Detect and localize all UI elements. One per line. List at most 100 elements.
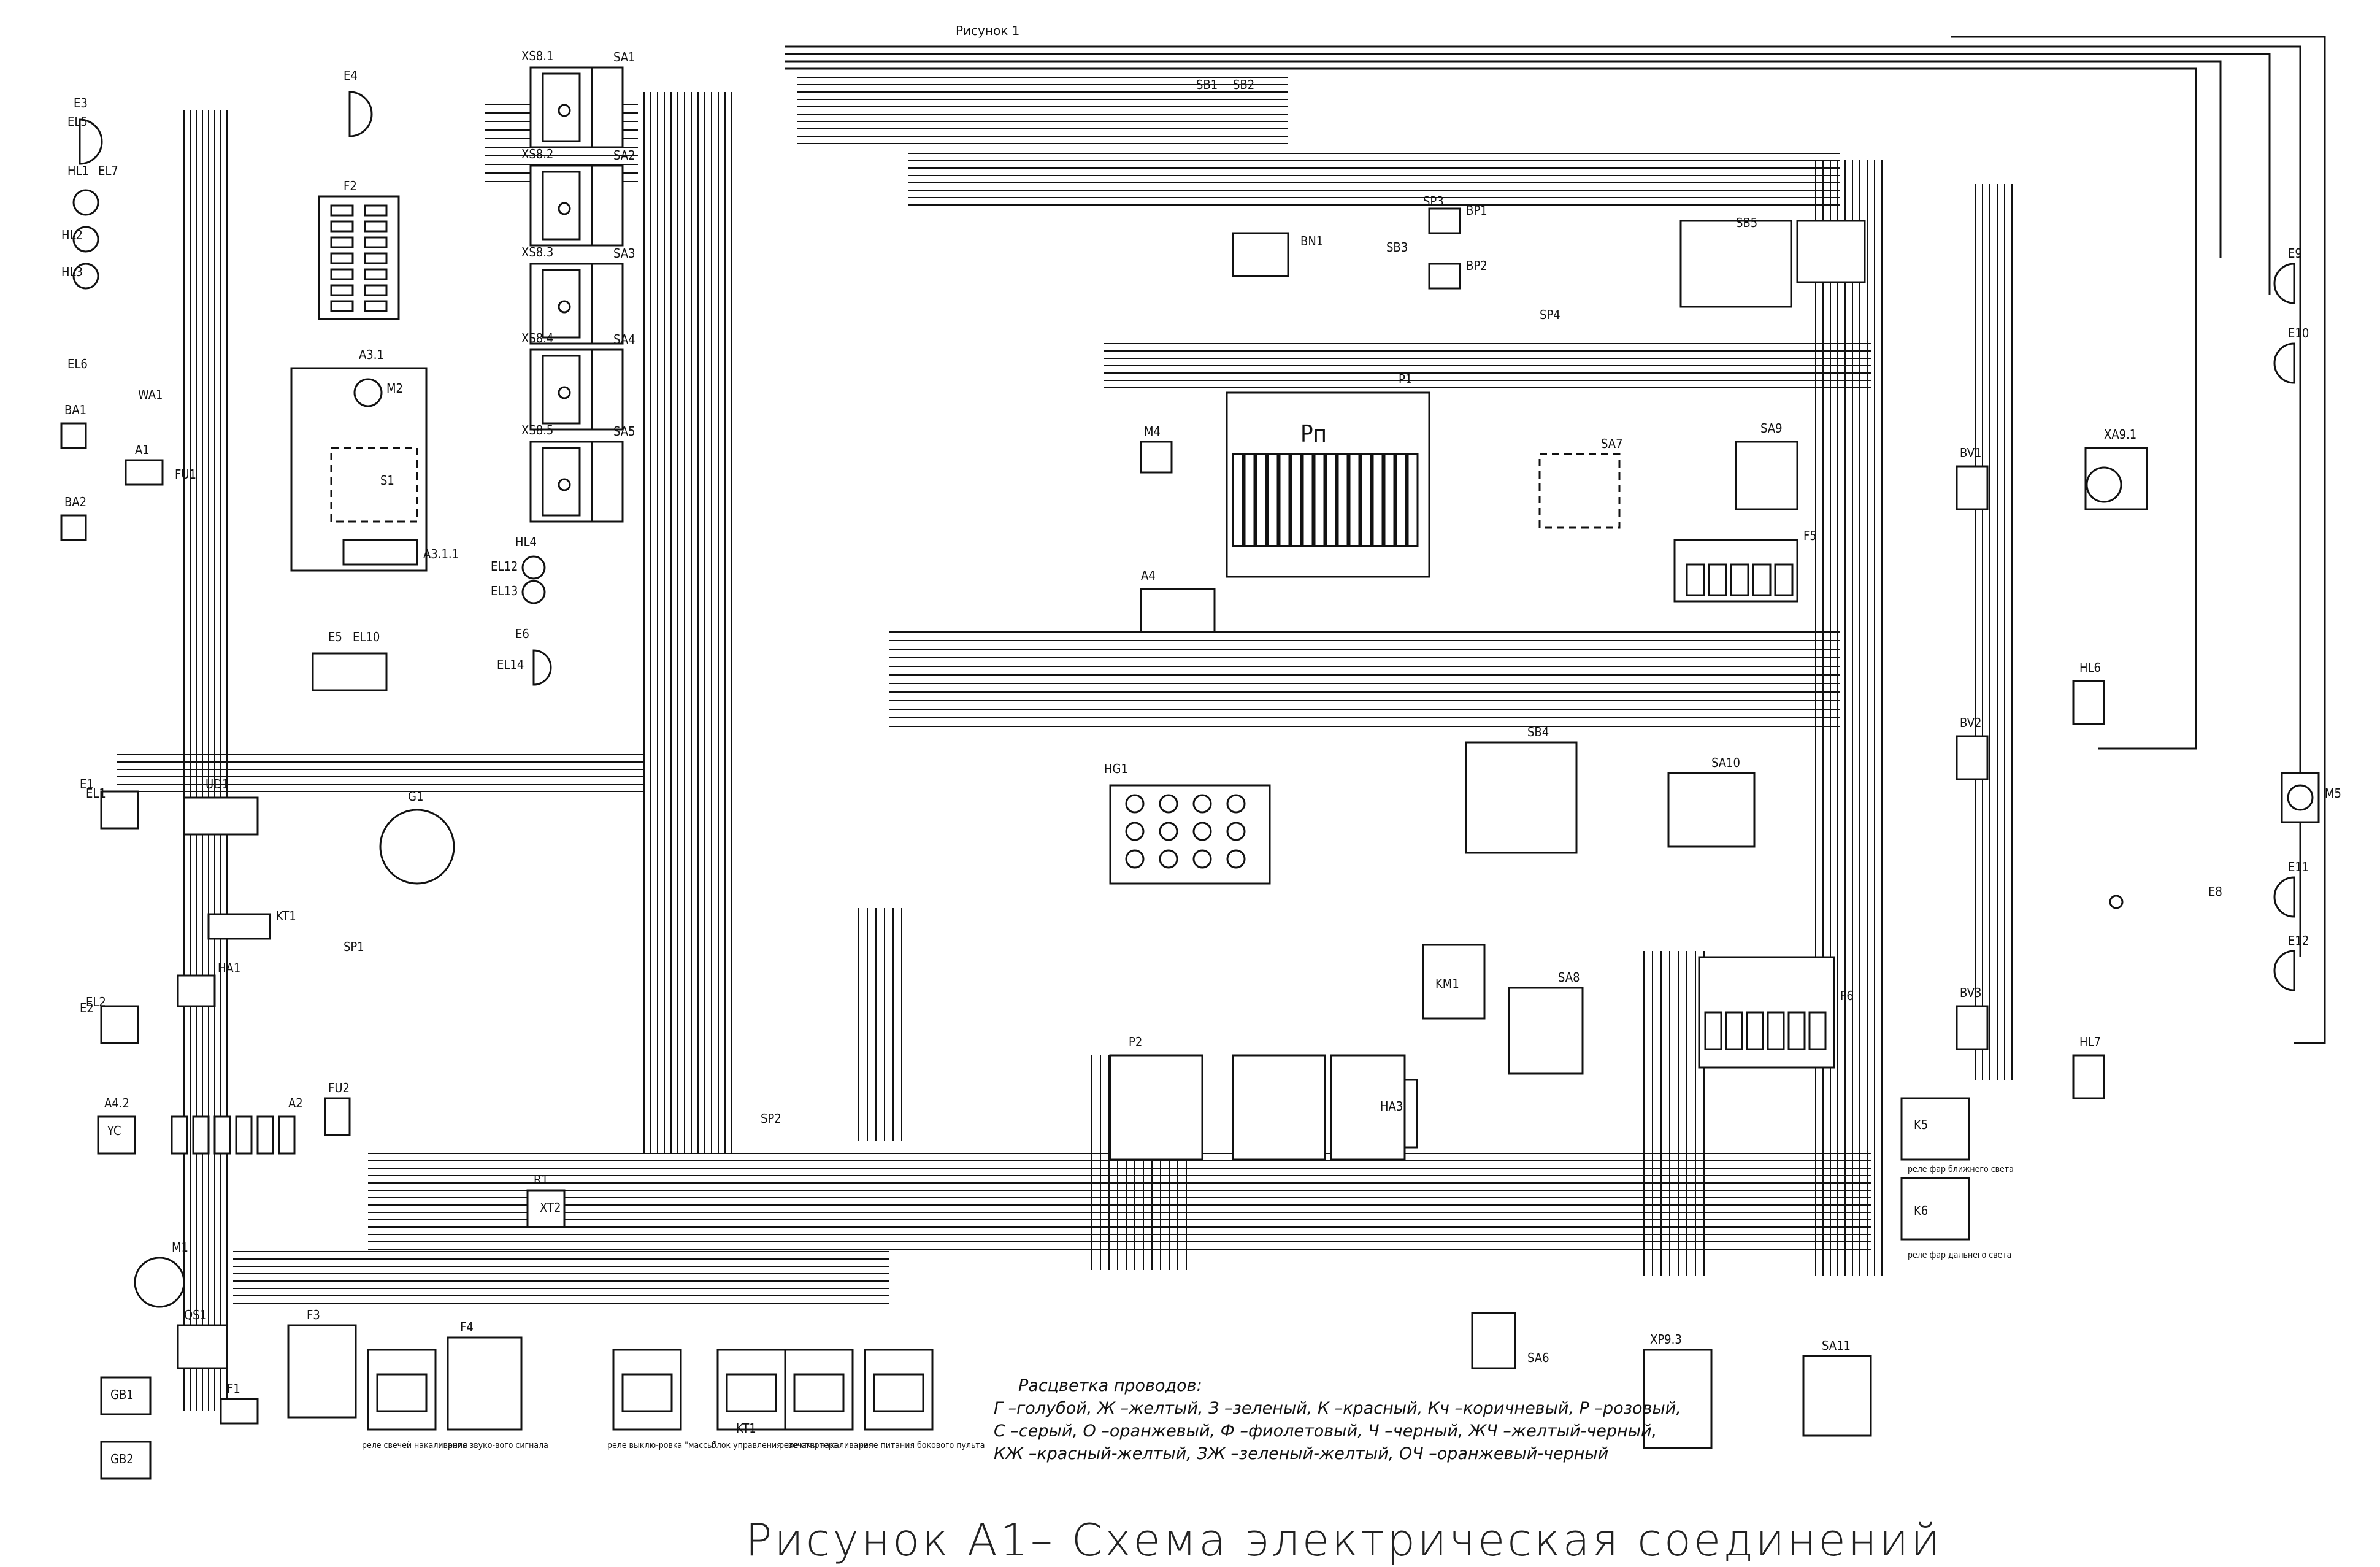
- lamp-label: E12: [2288, 933, 2309, 948]
- component-label: EL12: [491, 559, 518, 574]
- headlamp-symbol: [348, 91, 373, 137]
- component-label: F1: [227, 1381, 240, 1396]
- glow-plug: [192, 1115, 210, 1155]
- component-label: FU1: [175, 467, 196, 482]
- relay-km1: [1422, 944, 1486, 1020]
- component-label: F5: [1803, 528, 1817, 543]
- relay-coil: [621, 1373, 673, 1412]
- fuse: [1787, 1011, 1806, 1050]
- component-label: SA8: [1558, 970, 1580, 985]
- component-label: M4: [1144, 424, 1161, 439]
- gauge-pin: [1290, 453, 1302, 547]
- lamp-label: EL7: [98, 163, 118, 178]
- glow-plug: [171, 1115, 188, 1155]
- relay-caption: реле свечей накаливания: [362, 1441, 467, 1450]
- component-label: SP1: [344, 939, 364, 954]
- headlamp-symbol: [79, 118, 103, 165]
- fuse: [330, 204, 354, 217]
- legend-line: С –серый, О –оранжевый, Ф –фиолетовый, Ч…: [994, 1422, 1657, 1441]
- fuse: [330, 284, 354, 296]
- fuse: [364, 236, 388, 248]
- headlamp-symbol: [2273, 342, 2295, 384]
- component-label: S1: [380, 473, 394, 488]
- component-label: P2: [1129, 1034, 1142, 1049]
- speaker-symbol: [60, 514, 87, 541]
- fuse: [1686, 563, 1705, 596]
- relay-caption: реле выклю-ровка "массы": [607, 1441, 717, 1450]
- fuse: [330, 236, 354, 248]
- gauge-pin: [1337, 453, 1349, 547]
- component-label: A4.2: [104, 1096, 129, 1111]
- switch-sa7: [1538, 453, 1621, 529]
- horn: [177, 974, 216, 1007]
- connector-label: XS8.5: [521, 423, 553, 437]
- lamp-label: E11: [2288, 860, 2309, 874]
- wire: [785, 45, 2301, 957]
- component-label: SA9: [1760, 421, 1783, 436]
- fuse: [330, 252, 354, 264]
- gauge-pin: [1360, 453, 1372, 547]
- indicator-lamp: [1125, 794, 1145, 814]
- component-label: K6: [1914, 1203, 1928, 1218]
- bulb-symbol: [72, 263, 99, 290]
- component-label: SA7: [1601, 436, 1623, 451]
- relay-caption: реле фар ближнего света: [1908, 1165, 2014, 1174]
- sensor-bv2: [1956, 735, 1989, 780]
- switch-sa11: [1802, 1355, 1872, 1437]
- headlamp-symbol: [2273, 876, 2295, 918]
- indicator-lamp: [1125, 822, 1145, 841]
- bulb-symbol: [72, 226, 99, 253]
- relay-coil: [793, 1373, 845, 1412]
- switch-label: SA4: [613, 332, 635, 347]
- fuse-f1: [220, 1398, 259, 1425]
- component-label: BA2: [64, 495, 86, 509]
- fuse: [330, 220, 354, 233]
- lamp-label: EL6: [67, 356, 88, 371]
- gauge-pin: [1278, 453, 1291, 547]
- component-label: F6: [1840, 988, 1854, 1003]
- component-label: A1: [135, 442, 150, 457]
- gauge-pin: [1325, 453, 1337, 547]
- switch-sa6: [1471, 1312, 1516, 1369]
- component-label: M5: [2325, 786, 2341, 801]
- lamp-label: E9: [2288, 246, 2302, 261]
- fuse-label: F2: [344, 179, 357, 193]
- switch-sa10: [1667, 772, 1756, 848]
- switch-lamp: [558, 300, 571, 314]
- fuse: [364, 252, 388, 264]
- wire: [785, 60, 2222, 258]
- component-label: A3.1.1: [423, 547, 459, 561]
- indicator-lamp: [1226, 849, 1246, 869]
- component-label: KT1: [276, 909, 296, 923]
- component-label: YC: [107, 1123, 121, 1138]
- connector-label: XS8.1: [521, 48, 553, 63]
- switch-body: [591, 441, 624, 523]
- sensor-bp1: [1428, 207, 1461, 234]
- figure-caption: Рисунок А1– Схема электрическая соединен…: [745, 1514, 1943, 1566]
- sensor-bp2: [1428, 263, 1461, 290]
- glow-plug: [213, 1115, 231, 1155]
- panel-p2: [1109, 1054, 1203, 1161]
- component-label: XT2: [540, 1200, 561, 1215]
- component-label: UD1: [205, 777, 229, 791]
- component-label: M2: [386, 381, 403, 396]
- lamp-label: EL5: [67, 114, 88, 129]
- component-label: SB1: [1196, 77, 1218, 92]
- fuse: [364, 300, 388, 312]
- component-label: WA1: [138, 387, 163, 402]
- switch-lamp: [558, 478, 571, 491]
- component-label: F3: [307, 1307, 320, 1322]
- gauge-pin: [1267, 453, 1279, 547]
- switch-body: [591, 164, 624, 247]
- headlamp-e2: [100, 1005, 139, 1044]
- fuse-block-f4: [447, 1336, 523, 1431]
- relay-coil: [873, 1373, 924, 1412]
- wire-bundle: [76, 36, 2326, 1411]
- fuse: [1708, 563, 1727, 596]
- lamp-box: [312, 652, 388, 691]
- component-label: SB4: [1527, 725, 1549, 739]
- component-label: BV1: [1960, 445, 1981, 460]
- headlamp-e1: [100, 790, 139, 830]
- switch-label: SA3: [613, 246, 635, 261]
